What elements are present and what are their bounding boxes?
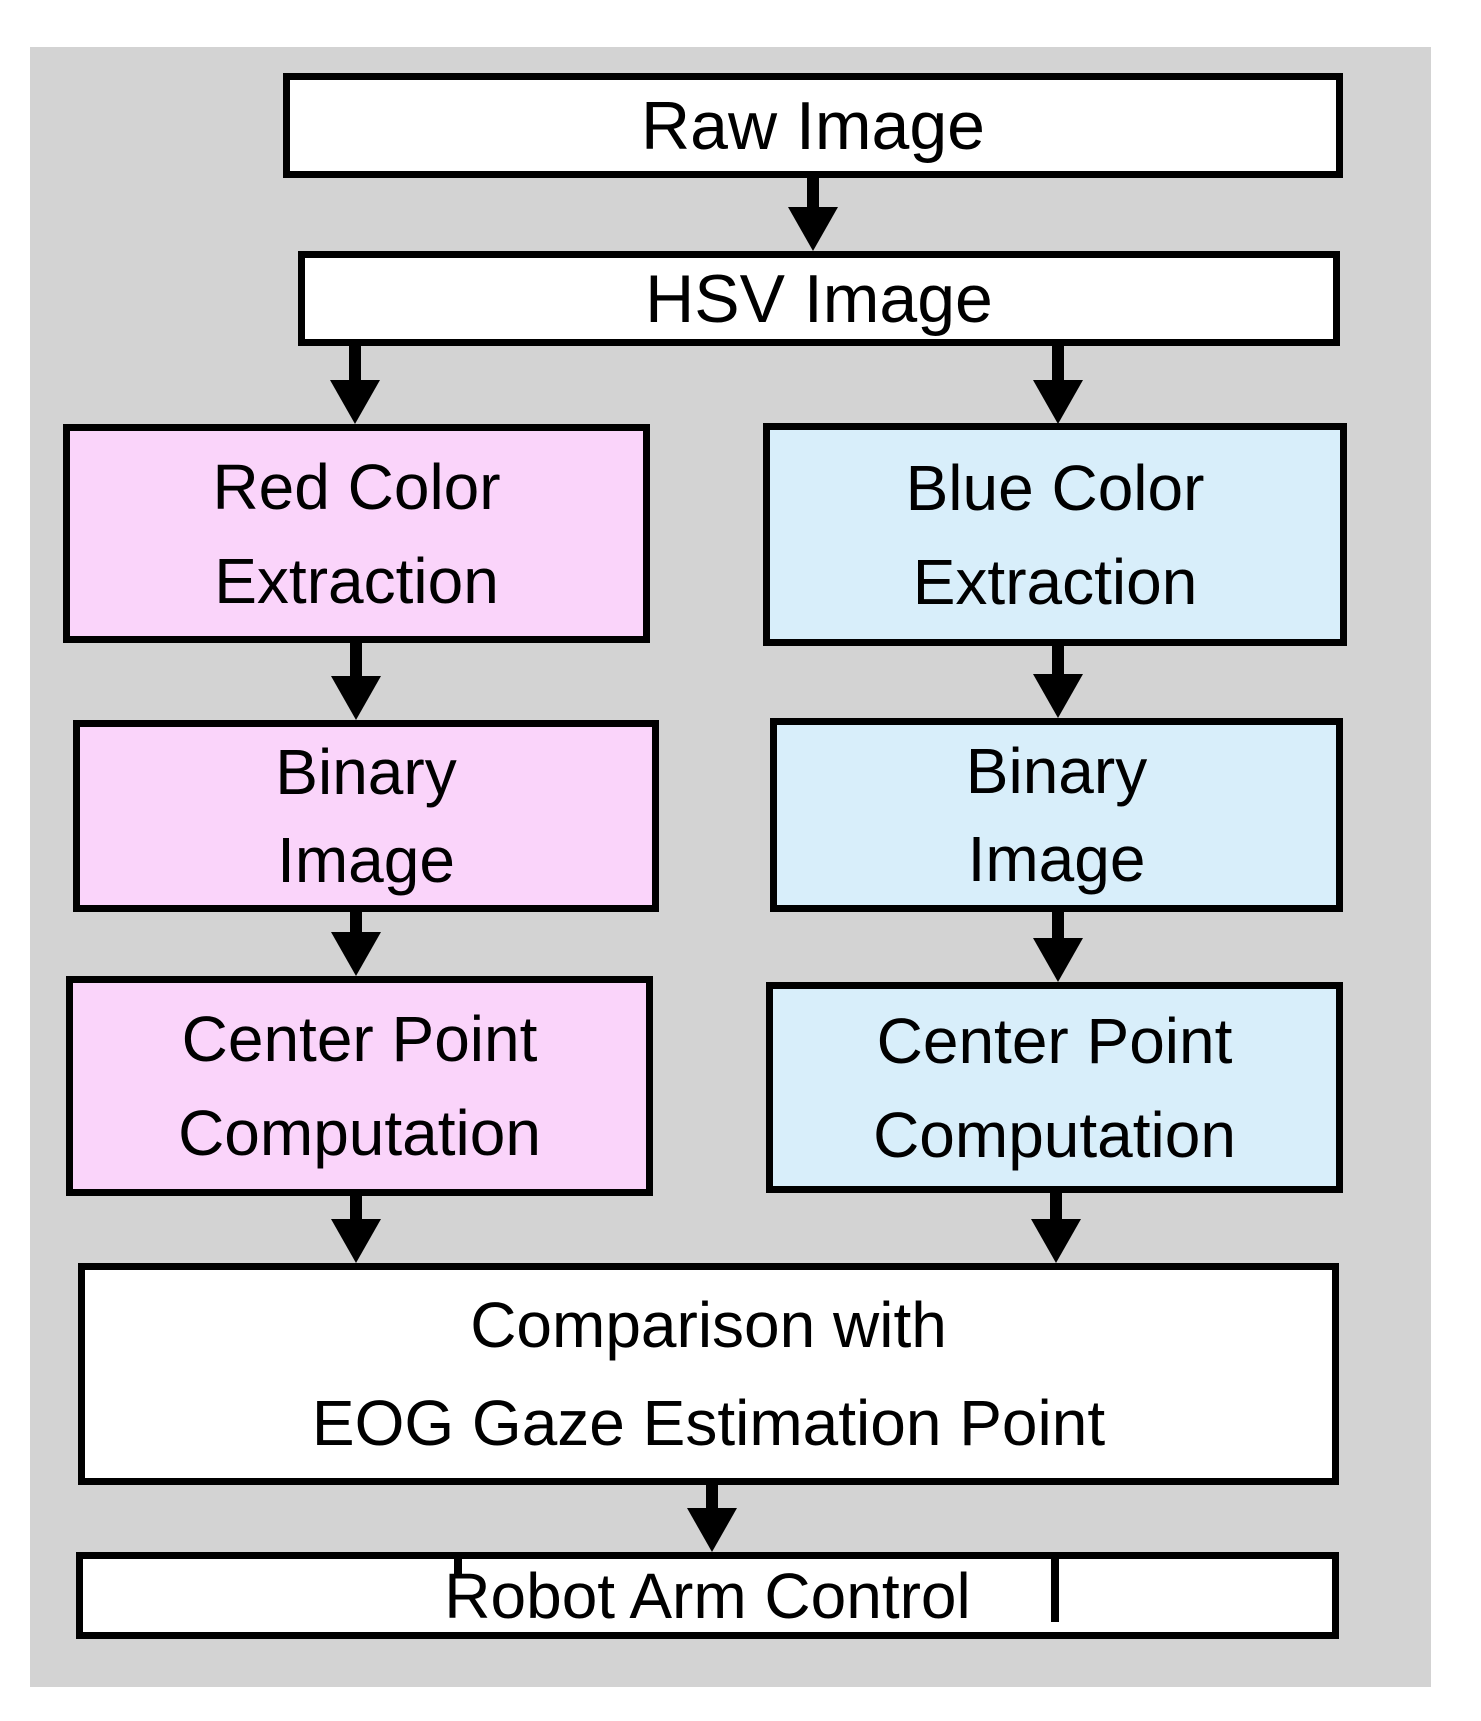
arrow-head <box>1033 674 1083 718</box>
arrow-shaft <box>807 178 819 207</box>
node-blue-center-point-computation: Center Point Computation <box>766 982 1343 1193</box>
node-robot-arm-control: Robot Arm Control <box>76 1552 1339 1639</box>
arrow-red-center-to-comparison-icon <box>331 1196 381 1263</box>
arrow-shaft <box>1052 646 1064 674</box>
robot-box-inner-frame-left-line <box>454 1552 462 1578</box>
robot-box-inner-frame-right-line <box>1051 1552 1059 1622</box>
arrow-head <box>331 676 381 720</box>
node-red-color-extraction: Red Color Extraction <box>63 424 650 643</box>
arrow-head <box>331 1219 381 1263</box>
arrow-shaft <box>350 912 362 932</box>
arrow-red-extraction-to-binary-icon <box>331 643 381 720</box>
node-blue-color-extraction: Blue Color Extraction <box>763 423 1347 646</box>
arrow-shaft <box>1050 1193 1062 1219</box>
arrow-raw-to-hsv-icon <box>788 178 838 251</box>
arrow-head <box>788 207 838 251</box>
arrow-head <box>687 1508 737 1552</box>
arrow-head <box>330 380 380 424</box>
arrow-hsv-to-red-extraction-icon <box>330 346 380 424</box>
node-red-binary-image: Binary Image <box>73 720 659 912</box>
node-comparison-eog-gaze-estimation: Comparison with EOG Gaze Estimation Poin… <box>78 1263 1339 1485</box>
arrow-blue-binary-to-center-icon <box>1033 910 1083 982</box>
arrow-head <box>331 932 381 976</box>
arrow-head <box>1033 938 1083 982</box>
arrow-red-binary-to-center-icon <box>331 912 381 976</box>
arrow-blue-center-to-comparison-icon <box>1031 1193 1081 1263</box>
arrow-shaft <box>350 1196 362 1219</box>
arrow-shaft <box>1052 346 1064 380</box>
node-raw-image: Raw Image <box>283 73 1343 178</box>
node-hsv-image: HSV Image <box>298 251 1340 346</box>
arrow-shaft <box>706 1485 718 1508</box>
arrow-shaft <box>1052 910 1064 938</box>
arrow-shaft <box>349 346 361 380</box>
arrow-head <box>1033 380 1083 424</box>
node-blue-binary-image: Binary Image <box>770 718 1343 912</box>
arrow-head <box>1031 1219 1081 1263</box>
arrow-shaft <box>350 643 362 676</box>
arrow-blue-extraction-to-binary-icon <box>1033 646 1083 718</box>
arrow-comparison-to-robot-icon <box>687 1485 737 1552</box>
node-red-center-point-computation: Center Point Computation <box>66 976 653 1196</box>
arrow-hsv-to-blue-extraction-icon <box>1033 346 1083 424</box>
